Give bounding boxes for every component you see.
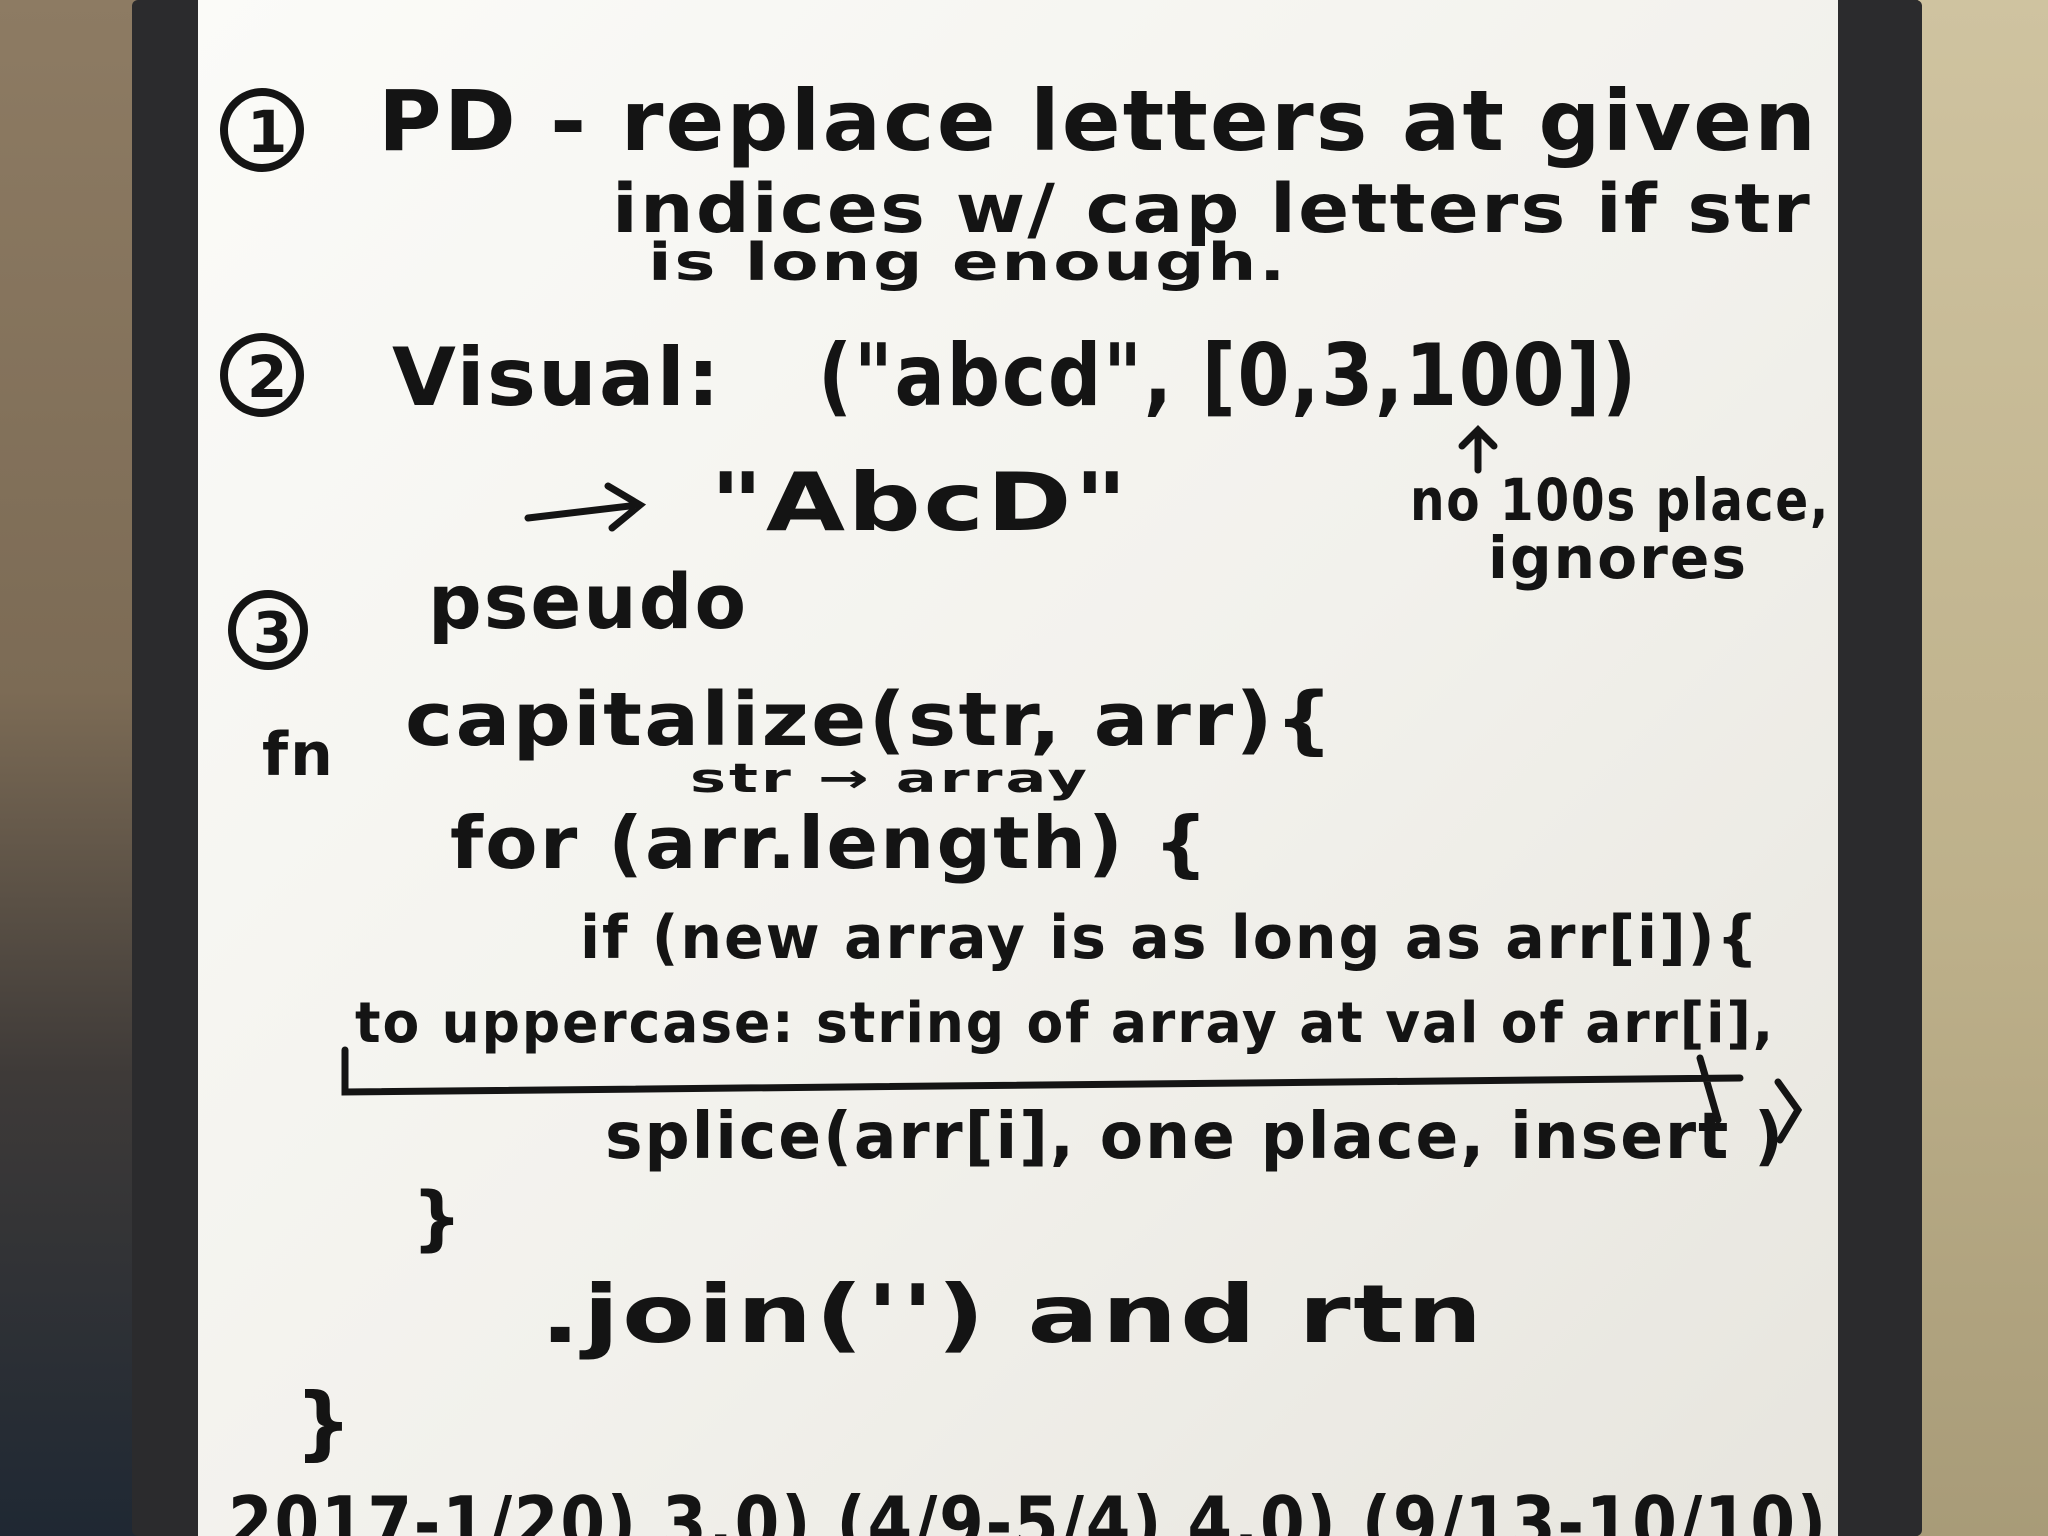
underline-bracket (341, 1046, 1803, 1144)
bottom-cutoff-text: 2017-1/20) 3.0) (4/9-5/4) 4.0) (9/13-10/… (228, 1481, 1828, 1536)
step1-circle (220, 88, 304, 172)
step2-number: 2 (247, 343, 289, 411)
left-wall-background (0, 0, 140, 1536)
step3-splice: splice(arr[i], one place, insert ) (605, 1100, 1785, 1174)
right-arrow-icon (524, 482, 647, 532)
step3-condition: if (new array is as long as arr[i]){ (580, 903, 1760, 973)
step1-line1: PD - replace letters at given (378, 72, 1818, 170)
up-arrow-icon (1458, 425, 1498, 474)
step3-signature: capitalize(str, arr){ (405, 677, 1335, 763)
step3-circle (228, 590, 308, 670)
step2-label: Visual: (392, 331, 722, 424)
step2-example: ("abcd", [0,3,100]) (818, 326, 1638, 426)
step3-transform: to uppercase: string of array at val of … (355, 991, 1775, 1056)
step2-note-line2: ignores (1488, 524, 1748, 592)
step2-result: "AbcD" (710, 456, 1130, 549)
step1-number: 1 (247, 98, 289, 166)
step1-line2: indices w/ cap letters if str (612, 170, 1812, 249)
step3-annotation: str → array (690, 756, 1090, 802)
step3-label: pseudo (428, 557, 748, 646)
step3-close-inner: } (412, 1177, 464, 1259)
step2-note-line1: no 100s place, (1410, 466, 1830, 534)
step3-close-outer: } (295, 1376, 354, 1469)
whiteboard-surface (198, 0, 1838, 1536)
step3-prefix: fn (262, 720, 335, 790)
step2-circle (220, 333, 304, 417)
step3-number: 3 (253, 601, 294, 666)
step3-loop: for (arr.length) { (450, 801, 1210, 885)
right-wall-background (1918, 0, 2048, 1536)
step1-line3: is long enough. (648, 233, 1288, 293)
step3-join: .join('') and rtn (540, 1268, 1485, 1361)
